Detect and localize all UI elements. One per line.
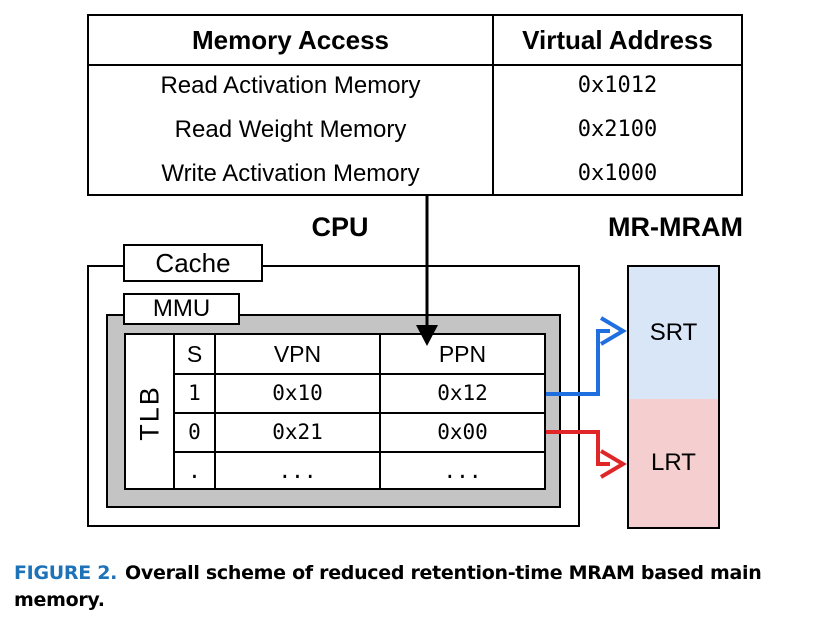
column-divider [492,16,494,194]
cpu-label: CPU [311,212,369,242]
access-row-3: Write Activation Memory [161,160,420,187]
address-row-2: 0x2100 [577,117,658,142]
tlb-divider [173,335,175,488]
tlb-cell: 1 [188,381,201,405]
tlb-cell: ... [278,459,317,483]
memory-access-header: Memory Access [191,25,390,55]
tlb-row-divider [174,412,544,414]
cache-label: Cache [123,244,263,282]
tlb-row-divider [174,451,544,453]
lookup-arrow [416,196,438,346]
tlb-cell: 0x21 [272,420,323,444]
lrt-arrow [546,430,627,479]
tlb-divider [379,335,381,488]
mram-label: MR-MRAM [608,212,743,242]
access-row-2: Read Weight Memory [174,116,407,143]
caption-number: FIGURE 2. [14,562,118,584]
tlb-header-vpn: VPN [273,341,322,367]
srt-arrow [546,316,627,396]
access-row-1: Read Activation Memory [160,72,421,99]
tlb-cell: 0 [188,420,201,444]
tlb-cell: 0x10 [272,381,323,405]
header-divider [89,64,741,66]
tlb-cell: . [188,459,201,483]
address-row-1: 0x1012 [577,73,658,98]
figure-caption: FIGURE 2.Overall scheme of reduced reten… [14,560,814,614]
tlb-divider [214,335,216,488]
tlb-table: TLB S VPN PPN 1 0x10 0x12 0 0x21 0x00 . … [124,333,546,490]
tlb-cell: 0x12 [437,381,488,405]
lrt-region: LRT [629,399,718,527]
tlb-header-ppn: PPN [438,341,487,367]
tlb-cell: 0x00 [437,420,488,444]
srt-region: SRT [629,267,718,401]
virtual-address-header: Virtual Address [522,25,713,55]
mram-box: SRT LRT [627,265,720,529]
tlb-cell: ... [443,459,482,483]
memory-access-table: Memory Access Virtual Address Read Activ… [87,14,743,196]
address-row-3: 0x1000 [577,161,658,186]
caption-text: Overall scheme of reduced retention-time… [14,562,762,611]
tlb-header-s: S [186,341,203,367]
tlb-row-divider [174,373,544,375]
mmu-label: MMU [123,293,240,325]
